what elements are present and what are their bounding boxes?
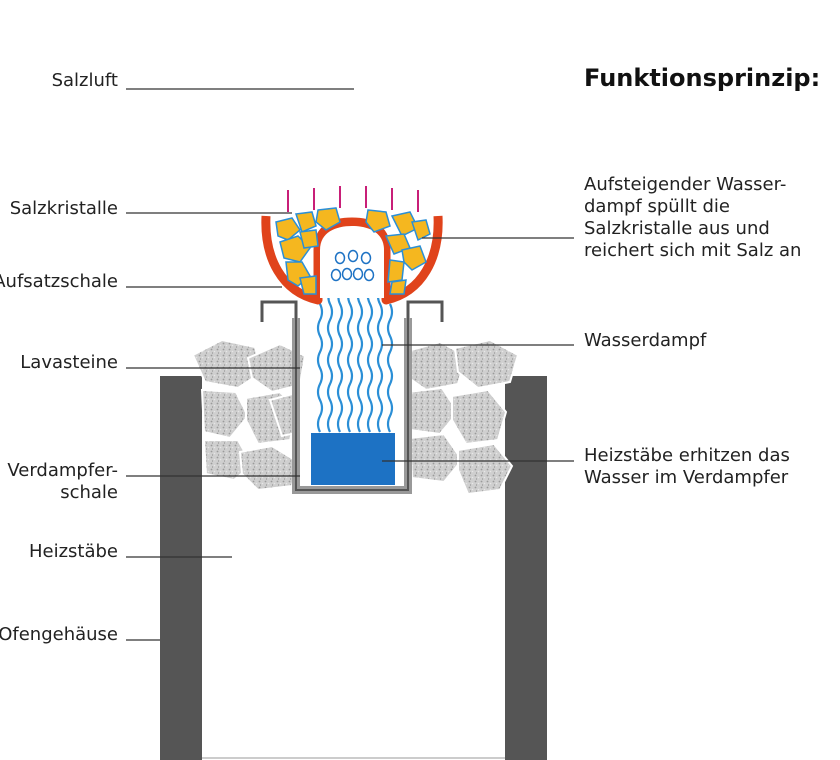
hot-air-lines [199, 10, 510, 345]
desc-wasserdampf: Wasserdampf [584, 330, 707, 351]
leader-lines [126, 88, 574, 641]
heating-rods [226, 494, 478, 682]
evaporator-water [311, 433, 395, 485]
label-ofengehaeuse: Ofengehäuse [0, 624, 118, 645]
label-lavasteine: Lavasteine [20, 352, 118, 373]
label-verdampferschale: Verdampfer- schale [7, 460, 118, 503]
label-heizstaebe: Heizstäbe [28, 541, 118, 562]
salt-air-lines [275, 0, 432, 212]
oven-housing [160, 376, 547, 760]
desc-aufsteigender-dampf: Aufsteigender Wasser- dampf spüllt die S… [584, 174, 802, 261]
desc-heizstaebe-erhitzen: Heizstäbe erhitzen das Wasser im Verdamp… [584, 445, 790, 488]
vapor-bubbles [330, 249, 375, 282]
label-salzkristalle: Salzkristalle [9, 198, 118, 219]
evaporator-bowl [260, 300, 444, 494]
steam-waves [316, 281, 394, 433]
salt-crystals [275, 207, 431, 295]
label-salzluft: Salzluft [51, 70, 118, 91]
diagram-title: Funktionsprinzip: [584, 64, 821, 92]
label-aufsatzschale: Aufsatzschale [0, 271, 118, 292]
